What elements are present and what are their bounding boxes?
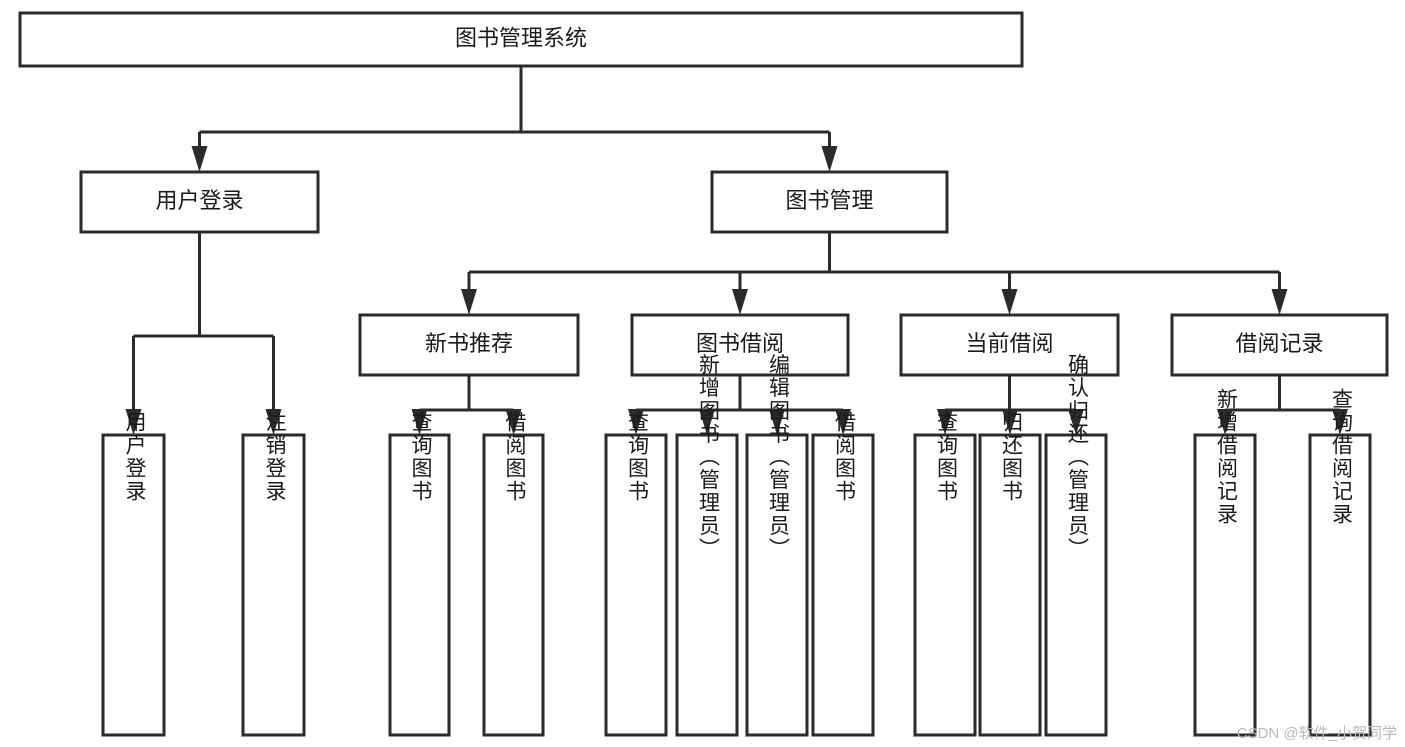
node-label: 查询借阅记录 bbox=[1329, 388, 1353, 526]
connector-g-current bbox=[937, 375, 1084, 435]
node-label: 图书管理系统 bbox=[455, 25, 587, 50]
node-label: 图书借阅 bbox=[696, 331, 784, 356]
node-box[interactable] bbox=[1044, 433, 1108, 737]
nodes-layer: 图书管理系统用户登录图书管理新书推荐图书借阅当前借阅借阅记录用户登录注销登录查询… bbox=[18, 11, 1389, 737]
node-l-borrowbk[interactable]: 借阅图书 bbox=[811, 411, 875, 737]
node-label: 借阅记录 bbox=[1235, 331, 1323, 356]
node-l-qrec[interactable]: 查询借阅记录 bbox=[1308, 388, 1372, 737]
node-label: 借阅图书 bbox=[503, 411, 527, 503]
node-l-login[interactable]: 用户登录 bbox=[101, 411, 166, 737]
node-box[interactable] bbox=[604, 433, 668, 737]
node-l-bnew[interactable]: 借阅图书 bbox=[482, 411, 545, 737]
node-l-qbook[interactable]: 查询图书 bbox=[604, 411, 668, 737]
node-label: 新增图书（管理员） bbox=[696, 354, 720, 561]
node-label: 编辑图书（管理员） bbox=[766, 354, 790, 561]
node-box[interactable] bbox=[1170, 313, 1389, 377]
node-box[interactable] bbox=[358, 313, 580, 377]
node-box[interactable] bbox=[241, 433, 306, 737]
node-box[interactable] bbox=[811, 433, 875, 737]
node-label: 借阅图书 bbox=[832, 411, 856, 503]
node-label: 注销登录 bbox=[263, 411, 287, 503]
node-l-confirm[interactable]: 确认归还（管理员） bbox=[1044, 354, 1108, 737]
node-label: 归还图书 bbox=[999, 411, 1023, 503]
node-box[interactable] bbox=[1193, 433, 1257, 737]
node-label: 查询图书 bbox=[934, 411, 958, 503]
node-label: 图书管理 bbox=[785, 188, 873, 213]
node-label: 查询图书 bbox=[625, 411, 649, 503]
node-box[interactable] bbox=[675, 433, 739, 737]
node-label: 确认归还（管理员） bbox=[1065, 354, 1089, 561]
node-l-addrec[interactable]: 新增借阅记录 bbox=[1193, 388, 1257, 737]
node-box[interactable] bbox=[710, 170, 949, 234]
connector-g-borrow bbox=[628, 375, 851, 435]
node-root[interactable]: 图书管理系统 bbox=[18, 11, 1024, 68]
node-box[interactable] bbox=[630, 313, 850, 377]
node-login[interactable]: 用户登录 bbox=[79, 170, 320, 234]
connector-g-newbook bbox=[411, 375, 522, 435]
connector-g-login bbox=[125, 232, 282, 435]
node-box[interactable] bbox=[101, 433, 166, 737]
node-box[interactable] bbox=[79, 170, 320, 234]
node-label: 用户登录 bbox=[155, 188, 243, 213]
node-newbook[interactable]: 新书推荐 bbox=[358, 313, 580, 377]
node-label: 新增借阅记录 bbox=[1214, 388, 1238, 526]
node-current[interactable]: 当前借阅 bbox=[899, 313, 1120, 377]
node-label: 查询图书 bbox=[409, 411, 433, 503]
node-box[interactable] bbox=[913, 433, 977, 737]
node-box[interactable] bbox=[1308, 433, 1372, 737]
node-l-return[interactable]: 归还图书 bbox=[978, 411, 1042, 737]
node-l-editbook[interactable]: 编辑图书（管理员） bbox=[745, 354, 809, 737]
node-box[interactable] bbox=[388, 433, 451, 737]
node-box[interactable] bbox=[745, 433, 809, 737]
connector-g-bookmgmt bbox=[461, 232, 1288, 315]
node-label: 用户登录 bbox=[123, 411, 147, 503]
node-l-qcur[interactable]: 查询图书 bbox=[913, 411, 977, 737]
node-label: 当前借阅 bbox=[965, 331, 1053, 356]
connector-g-root bbox=[191, 66, 838, 172]
node-box[interactable] bbox=[978, 433, 1042, 737]
node-records[interactable]: 借阅记录 bbox=[1170, 313, 1389, 377]
node-l-addbook[interactable]: 新增图书（管理员） bbox=[675, 354, 739, 737]
node-label: 新书推荐 bbox=[425, 331, 513, 356]
node-l-logout[interactable]: 注销登录 bbox=[241, 411, 306, 737]
node-l-qnew[interactable]: 查询图书 bbox=[388, 411, 451, 737]
node-box[interactable] bbox=[482, 433, 545, 737]
edges-layer bbox=[125, 66, 1348, 435]
node-box[interactable] bbox=[899, 313, 1120, 377]
node-borrow[interactable]: 图书借阅 bbox=[630, 313, 850, 377]
node-bookmgmt[interactable]: 图书管理 bbox=[710, 170, 949, 234]
node-box[interactable] bbox=[18, 11, 1024, 68]
connector-g-records bbox=[1217, 375, 1348, 435]
